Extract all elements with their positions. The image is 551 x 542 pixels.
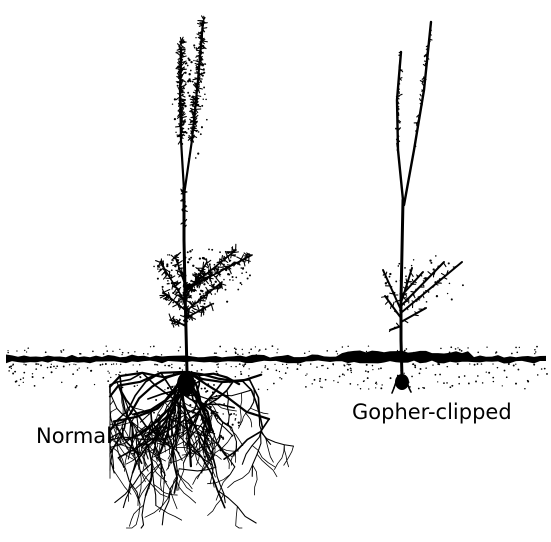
normal-seedling-roots xyxy=(110,372,293,528)
normal-seedling-foliage xyxy=(153,16,251,327)
label-gopher-clipped: Gopher-clipped xyxy=(352,402,512,423)
label-normal: Normal xyxy=(36,426,112,447)
gopher-clipped-seedling-stems xyxy=(383,22,462,378)
normal-seedling xyxy=(110,16,293,528)
gopher-clipped-seedling-foliage xyxy=(382,30,464,331)
gopher-clipped-root-stub xyxy=(392,374,411,393)
gopher-clipped-seedling xyxy=(382,22,464,393)
ground-line xyxy=(6,351,546,364)
